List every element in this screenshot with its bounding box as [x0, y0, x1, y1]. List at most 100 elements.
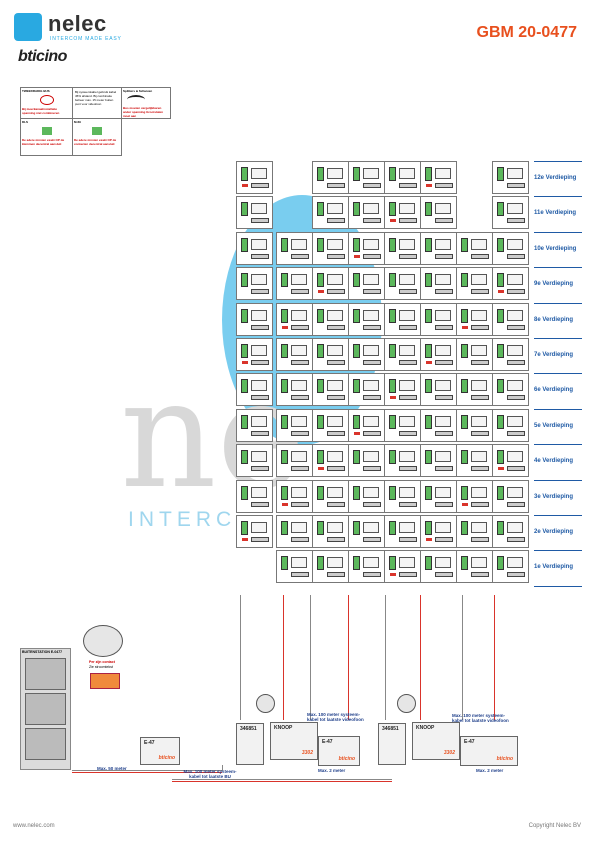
connector-icon [471, 572, 489, 578]
connector-icon [435, 501, 453, 507]
videophone-icon [251, 203, 267, 215]
apartment-videophone [456, 408, 493, 442]
terminal-block-icon [281, 237, 288, 252]
plate-note: Zie stroomtekst [89, 665, 113, 669]
connector-icon [251, 537, 269, 542]
note-max-50: Max. 50 meter [97, 766, 127, 771]
footer-website[interactable]: www.nelec.com [13, 823, 55, 829]
videophone-icon [363, 415, 379, 427]
connector-icon [327, 537, 345, 542]
apartment-videophone [312, 231, 349, 265]
videophone-icon [471, 522, 487, 533]
apartment-videophone [348, 550, 385, 584]
connector-icon [291, 395, 309, 401]
connector-icon [327, 501, 345, 507]
jumper-icon [426, 184, 432, 187]
apartment-videophone [492, 302, 529, 336]
connector-icon [363, 430, 381, 436]
apartment-videophone [384, 302, 421, 336]
terminal-block-icon [241, 379, 248, 394]
module-label: E-47 [144, 740, 155, 746]
videophone-icon [251, 522, 267, 533]
connector-icon [327, 183, 345, 188]
legend-text: Bus moeten vergelijkbaren ander spanning… [123, 106, 164, 118]
apartment-videophone [276, 550, 313, 584]
terminal-block-icon [281, 344, 288, 358]
videophone-icon [327, 486, 343, 498]
jumper-icon [426, 361, 432, 364]
videophone-icon [251, 274, 267, 286]
connector-icon [507, 253, 525, 259]
apartment-videophone [236, 231, 273, 265]
videophone-icon [399, 168, 415, 179]
videophone-icon [327, 557, 343, 569]
floor-label: 1e Verdieping [534, 564, 574, 571]
distributor-left: 346851 [236, 723, 264, 765]
module-label: KNOOP [274, 725, 293, 731]
connector-icon [435, 218, 453, 224]
videophone-icon [435, 309, 451, 321]
videophone-icon [291, 557, 307, 569]
floor-divider [534, 408, 582, 410]
videophone-icon [399, 238, 415, 250]
terminal-block-icon [389, 414, 396, 429]
riser-wire [385, 595, 386, 720]
apartment-videophone [384, 231, 421, 265]
connector-icon [399, 360, 417, 365]
videophone-icon [471, 238, 487, 250]
apartment-videophone [420, 444, 457, 478]
nelec-logo-icon [14, 13, 42, 41]
terminal-block-icon [353, 485, 360, 500]
connector-icon [327, 218, 345, 224]
connector-icon [507, 183, 525, 188]
terminal-block-icon [241, 273, 248, 288]
legend-cell-bus: TWEEDRADIG BUS Bij meerkanaalinstallatie… [20, 87, 73, 119]
brand-name: nelec [48, 11, 107, 36]
videophone-icon [435, 345, 451, 356]
videophone-icon [471, 415, 487, 427]
terminal-block-icon [497, 521, 504, 535]
apartment-videophone [312, 550, 349, 584]
videophone-icon [435, 274, 451, 286]
terminal-block-icon [317, 485, 324, 500]
floor-label: 2e Verdieping [534, 529, 574, 535]
module-label: 346851 [382, 726, 399, 732]
apartment-videophone [420, 479, 457, 513]
legend-terminal-icon [41, 127, 52, 135]
videophone-icon [435, 486, 451, 498]
apartment-videophone [312, 373, 349, 407]
videophone-icon [291, 451, 307, 463]
connector-icon [507, 430, 525, 436]
jumper-icon [498, 467, 504, 471]
videophone-icon [399, 451, 415, 463]
apartment-videophone [420, 196, 457, 230]
apartment-videophone [276, 338, 313, 371]
terminal-block-icon [353, 344, 360, 358]
terminal-block-icon [425, 450, 432, 465]
apartment-videophone [236, 267, 273, 301]
knoop-right: KNOOP 3302 [412, 722, 460, 760]
videophone-icon [471, 274, 487, 286]
entrance-panel: BUITENSTATION E-0477 [20, 648, 71, 770]
videophone-icon [435, 238, 451, 250]
jumper-icon [354, 254, 360, 258]
distributor-magnifier-right [397, 694, 416, 713]
terminal-block-icon [389, 450, 396, 465]
videophone-icon [435, 380, 451, 392]
apartment-videophone [384, 479, 421, 513]
connector-icon [327, 430, 345, 436]
bus-wire [172, 779, 392, 780]
bus-wire [72, 772, 222, 773]
videophone-icon [399, 274, 415, 286]
floor-divider [534, 161, 582, 162]
videophone-icon [251, 380, 267, 392]
videophone-icon [251, 238, 267, 250]
apartment-videophone [420, 550, 457, 584]
floor-divider [534, 338, 582, 339]
terminal-block-icon [497, 344, 504, 358]
terminal-block-icon [353, 556, 360, 571]
connector-icon [399, 501, 417, 507]
videophone-icon [507, 309, 523, 321]
terminal-block-icon [497, 379, 504, 394]
terminal-block-icon [241, 308, 248, 323]
